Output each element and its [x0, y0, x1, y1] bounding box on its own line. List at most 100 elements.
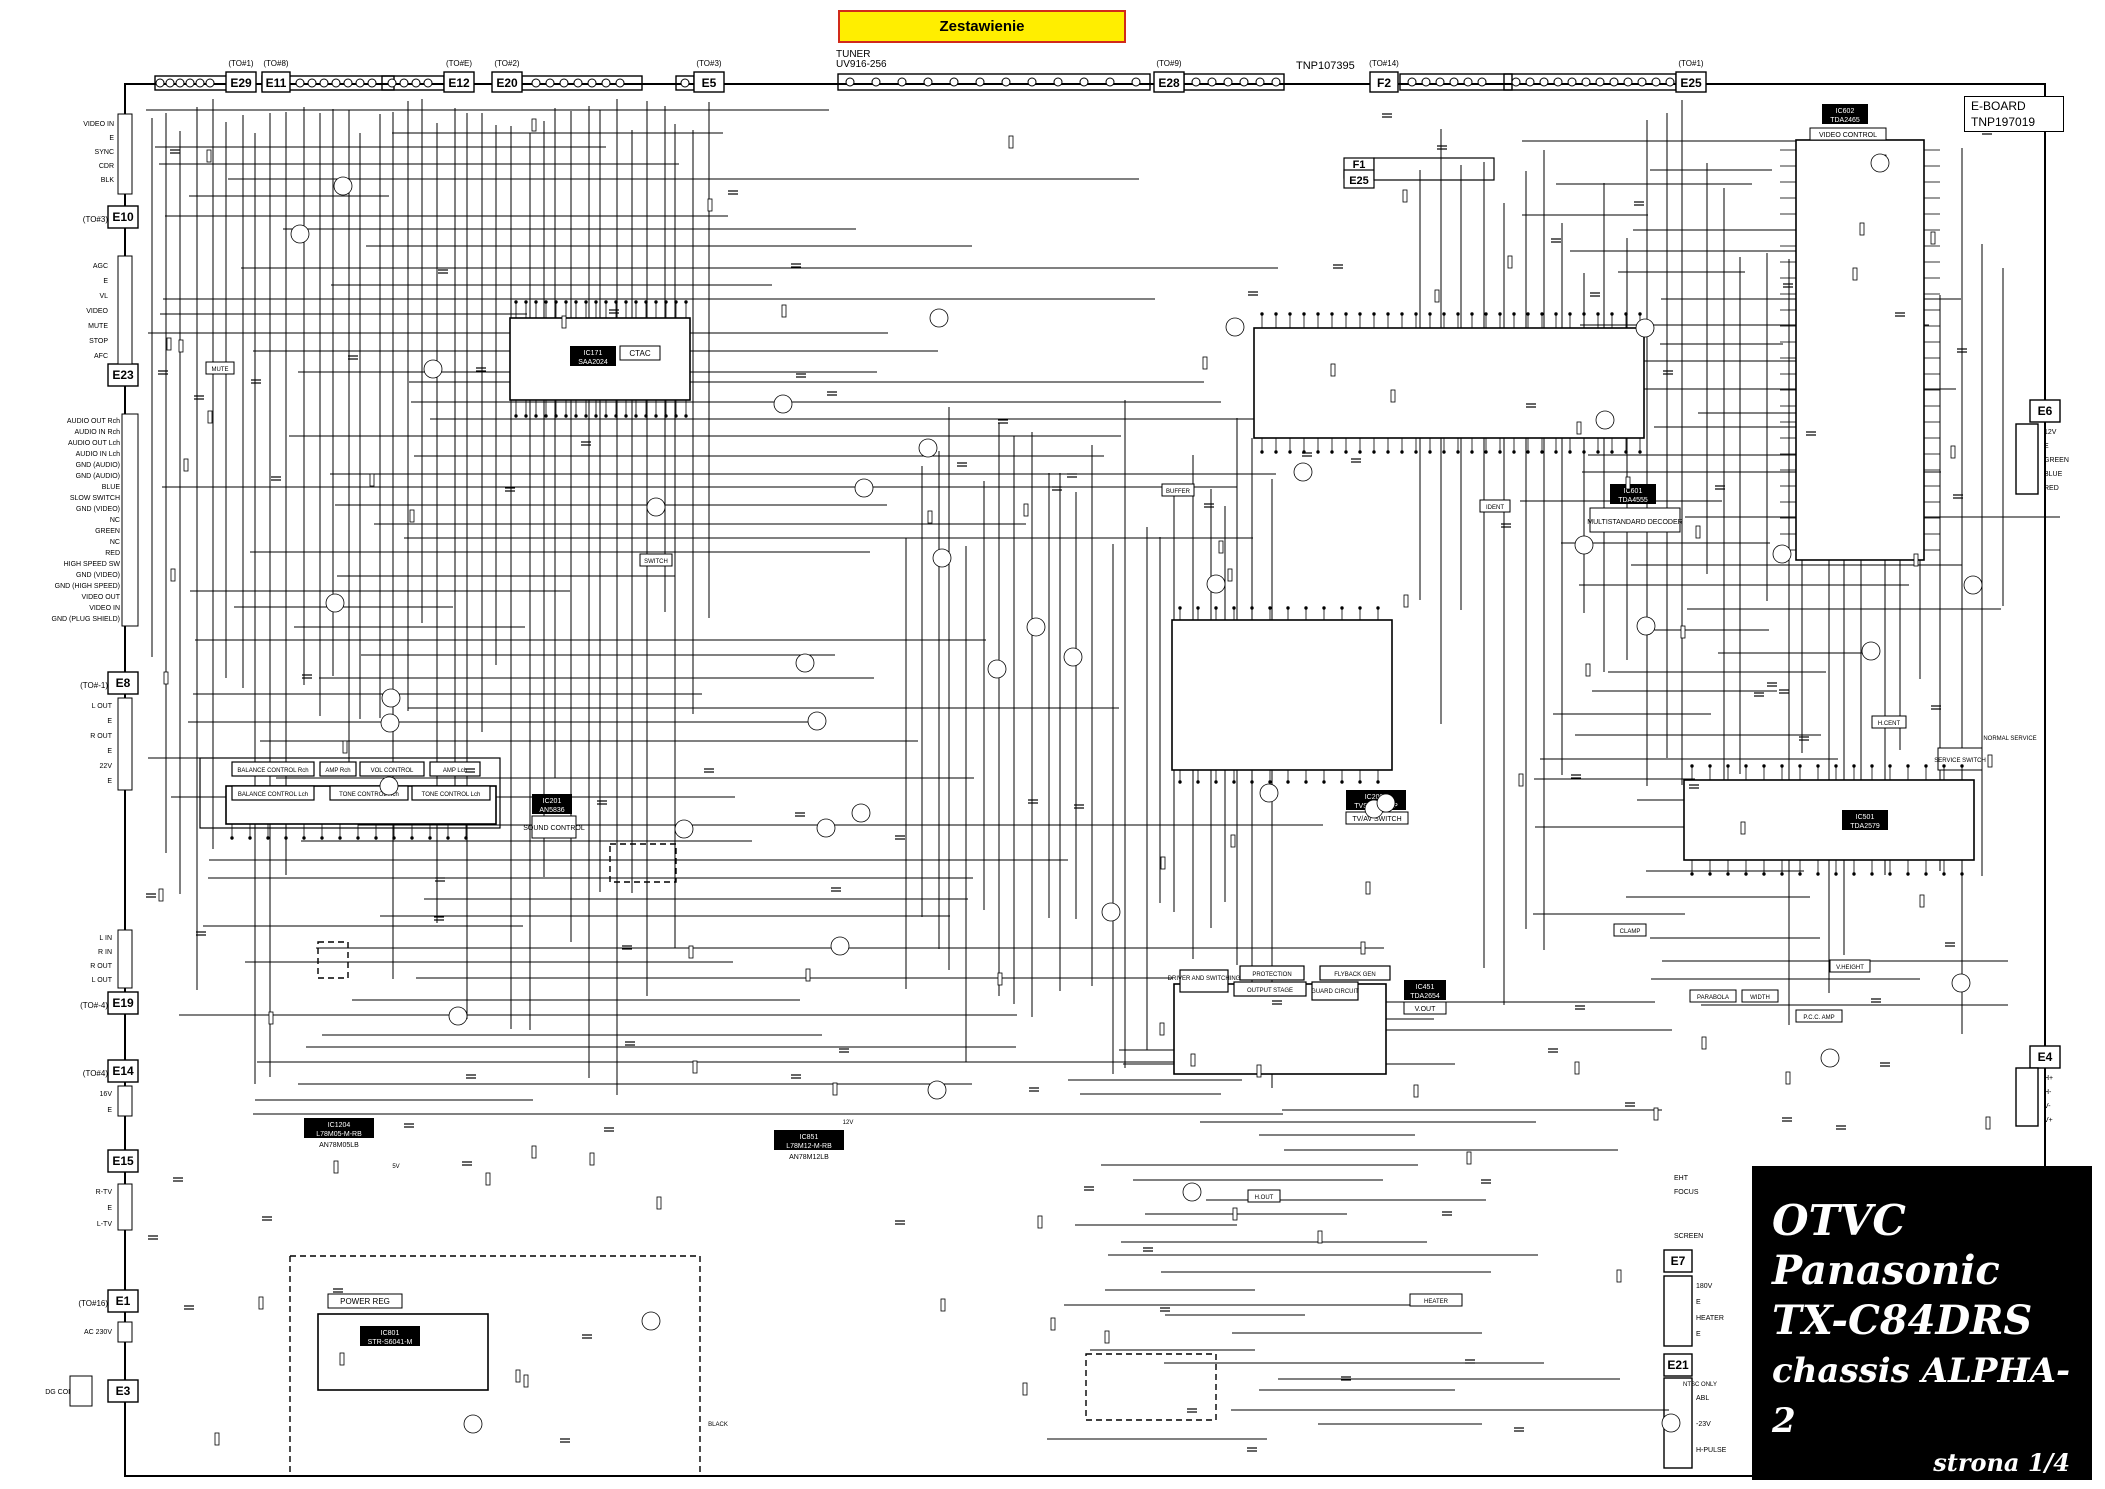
page-title: Zestawienie [838, 10, 1126, 43]
connector-e10-box [107, 205, 139, 229]
ic851-tag [774, 1130, 844, 1150]
connector-e3-box [107, 1379, 139, 1403]
ic851-part: L78M12-M-RB [786, 1143, 832, 1150]
connector-e4-box [2029, 1045, 2061, 1069]
vout-output-label: OUTPUT STAGE [1247, 988, 1293, 994]
connector-e19-box [107, 991, 139, 1015]
av-pin-5: GND (AUDIO) [76, 462, 120, 469]
e14-pin-header [117, 1085, 133, 1117]
ic801-part: STR-S6041-M [368, 1339, 413, 1346]
e19-pin-3: R OUT [90, 963, 113, 970]
ic201-part: AN5836 [539, 807, 564, 814]
connector-e8-box [107, 671, 139, 695]
connector-e10-label: E10 [112, 210, 134, 224]
normal-service-label: NORMAL SERVICE [1983, 736, 2036, 742]
e19-pin-4: L OUT [92, 977, 113, 984]
connector-e23-label: E23 [112, 368, 134, 382]
av-pin-4: AUDIO IN Lch [76, 451, 120, 458]
ic451-ref: IC451 [1416, 984, 1435, 991]
ic601-part: TDA4555 [1618, 497, 1648, 504]
ic-labels: IC171 SAA2024 CTAC IC601 TDA4555 MULTIST… [304, 104, 1888, 1346]
switch-label: SWITCH [644, 559, 668, 565]
connector-e6-box [2029, 399, 2061, 423]
connector-e3-label: E3 [116, 1384, 131, 1398]
h-out-label: H.OUT [1255, 1195, 1274, 1201]
e21-pin-1: ABL [1696, 1395, 1709, 1402]
connector-e1-tag: (TO#16) [78, 1299, 108, 1308]
board-name: E-BOARD [1971, 99, 2026, 113]
tuner-label: TUNER UV916-256 [836, 50, 887, 70]
connector-e21-label: E21 [1667, 1358, 1689, 1372]
e7-pin-4: E [1696, 1331, 1701, 1338]
connector-f2-box [1369, 71, 1399, 93]
connector-e5-box [693, 71, 725, 93]
e14-pin-2: E [107, 1107, 112, 1114]
ic451-func-box [1403, 1001, 1447, 1015]
clamp-box [1613, 923, 1647, 937]
e10-pin-5: BLK [101, 177, 115, 184]
black-label: BLACK [708, 1422, 728, 1428]
av-pin-11: GREEN [95, 528, 120, 535]
balance-lch-label: BALANCE CONTROL Lch [238, 792, 308, 798]
e6-pin-header [2015, 423, 2039, 495]
connector-e5-label: E5 [702, 76, 717, 90]
buffer-label: BUFFER [1166, 489, 1191, 495]
ic171-part: SAA2024 [578, 359, 608, 366]
hv-eht: EHT [1674, 1175, 1689, 1182]
connector-e14-tag: (TO#4) [83, 1069, 109, 1078]
e4-pin-2: H- [2044, 1089, 2052, 1096]
connector-e11-tag: (TO#8) [263, 59, 289, 68]
ic501-tag [1842, 810, 1888, 830]
av-scart-header [121, 413, 139, 627]
connector-e25-tag: (TO#1) [1678, 59, 1704, 68]
av-pin-17: VIDEO OUT [81, 594, 120, 601]
amp-rch-label: AMP Rch [325, 768, 350, 774]
width-box [1741, 989, 1779, 1003]
e3-dg-coil [69, 1375, 93, 1407]
av-pin-3: AUDIO OUT Lch [68, 440, 120, 447]
ic201-function: SOUND CONTROL [523, 825, 585, 832]
e23-pin-1: AGC [93, 263, 108, 270]
e4-pin-3: V- [2044, 1103, 2051, 1110]
tone-lch-label: TONE CONTROL Lch [422, 792, 481, 798]
e15-pin-1: R-TV [96, 1189, 113, 1196]
brand-line-4: chassis ALPHA-2 [1772, 1351, 2071, 1441]
ic601-function: MULTISTANDARD DECODER [1587, 519, 1682, 526]
ic451-tag [1404, 980, 1446, 1000]
e15-pin-header [117, 1183, 133, 1231]
ic201-func-box [531, 815, 577, 839]
connector-e29-label: E29 [230, 76, 252, 90]
e21-pin-3: H-PULSE [1696, 1447, 1727, 1454]
av-pin-6: GND (AUDIO) [76, 473, 120, 480]
buffer-box [1161, 483, 1195, 497]
e19-pin-1: L IN [99, 935, 112, 942]
e8-pin-6: E [107, 778, 112, 785]
connector-e29-box [225, 71, 257, 93]
e6-pin-1: 12V [2044, 429, 2057, 436]
tuner-title: TUNER [836, 49, 871, 60]
clamp-label: CLAMP [1620, 929, 1641, 935]
connector-e12-box [443, 71, 475, 93]
e15-pin-2: E [107, 1205, 112, 1212]
brand-line-2: Panasonic [1772, 1247, 2000, 1294]
connector-f1-label: F1 [1353, 159, 1366, 171]
e8-pin-3: R OUT [90, 733, 113, 740]
ic601-tag [1610, 484, 1656, 504]
amp-lch-label: AMP Lch [443, 768, 467, 774]
e19-pin-2: R IN [98, 949, 112, 956]
ic801-func-box [327, 1293, 403, 1309]
connector-e19-label: E19 [112, 996, 134, 1010]
e23-pin-2: E [103, 278, 108, 285]
pcc-amp-label: P.C.C. AMP [1803, 1015, 1834, 1021]
ntsc-only-label: NTSC ONLY [1683, 1382, 1717, 1388]
connector-e21-box [1663, 1353, 1693, 1377]
e21-pin-2: -23V [1696, 1421, 1711, 1428]
connector-e1-label: E1 [116, 1294, 131, 1308]
connector-e11-label: E11 [266, 76, 287, 90]
e8-pin-4: E [107, 748, 112, 755]
ic801-function: POWER REG [340, 1297, 390, 1306]
dashed-regions [289, 843, 1217, 1476]
av-pin-13: RED [105, 550, 120, 557]
ic601-func-box [1589, 507, 1681, 533]
